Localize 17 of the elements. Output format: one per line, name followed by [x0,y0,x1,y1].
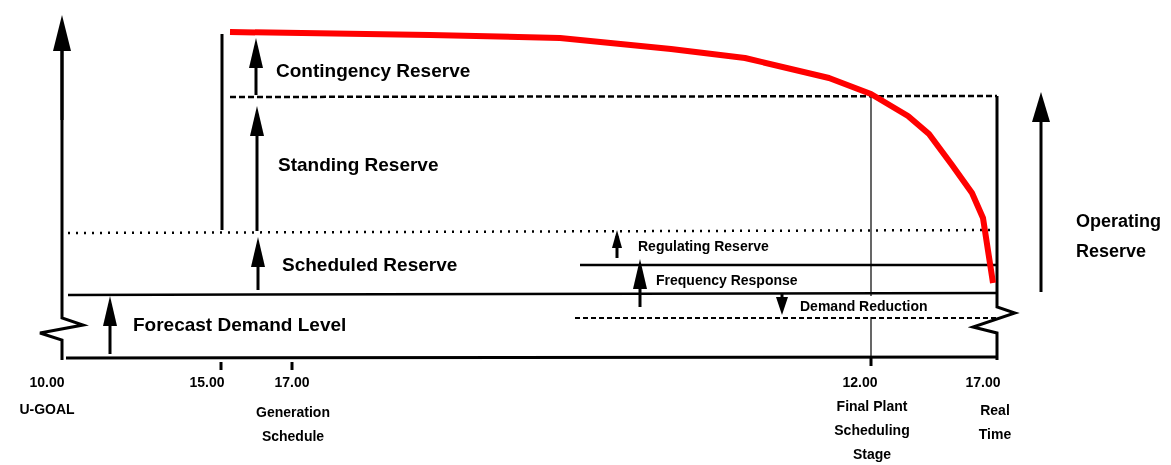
axis-caption: Final Plant Scheduling Stage [833,397,911,464]
axis-caption: Generation Schedule [255,403,331,446]
reserve-label: Standing Reserve [278,153,439,177]
time-label: 10.00 [28,373,66,392]
time-label: 17.00 [964,373,1002,392]
demand-label: Forecast Demand Level [133,313,347,337]
time-label: 12.00 [841,373,879,392]
reserve-label: Frequency Response [656,271,798,290]
reserve-label: Scheduled Reserve [282,253,458,277]
reserve-label: Operating Reserve [1076,210,1162,263]
axis-caption: Real Time [977,401,1013,444]
time-label: 17.00 [273,373,311,392]
reserve-label: Contingency Reserve [276,59,471,83]
reserve-label: Regulating Reserve [638,237,769,256]
time-label: 15.00 [188,373,226,392]
axis-caption: U-GOAL [18,400,76,419]
reserve-label: Demand Reduction [800,296,928,317]
